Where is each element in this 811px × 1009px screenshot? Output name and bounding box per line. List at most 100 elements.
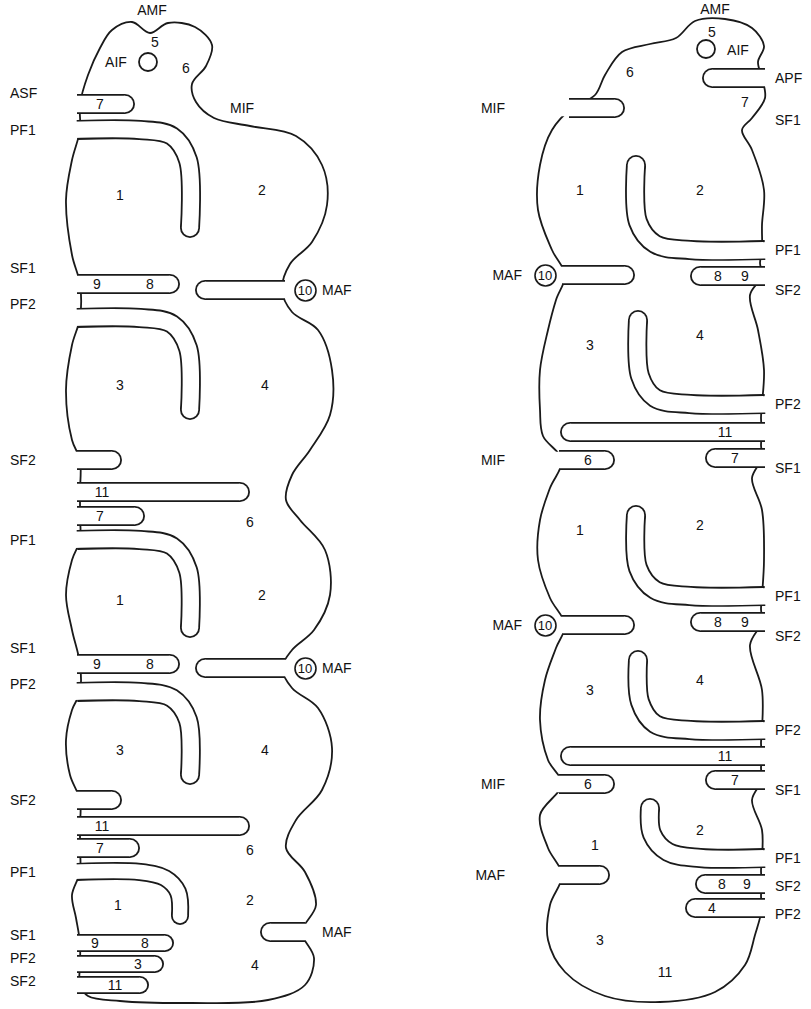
fold-interior — [68, 840, 130, 856]
fold-interior — [637, 320, 774, 405]
fold-interior — [104, 452, 120, 468]
callout-number: 6 — [182, 61, 190, 75]
feature-label: PF1 — [10, 865, 36, 879]
fold-interior — [638, 660, 774, 731]
callout-number: 10 — [538, 269, 552, 282]
callout-number: 6 — [246, 515, 254, 529]
callout-number: 1 — [576, 183, 584, 197]
feature-label: MAF — [322, 661, 352, 675]
fold-interior — [617, 267, 633, 283]
fold-interior — [570, 424, 774, 440]
callout-number: 11 — [658, 965, 673, 979]
feature-label: MAF — [322, 925, 352, 939]
callout-number: 9 — [93, 277, 101, 291]
feature-label: SF2 — [775, 629, 801, 643]
fold-interior — [635, 515, 774, 597]
callout-number: 7 — [741, 95, 749, 109]
callout-number: 4 — [708, 901, 716, 915]
callout-number: 7 — [731, 773, 739, 787]
callout-number: 11 — [95, 485, 110, 499]
callout-number: 2 — [696, 823, 704, 837]
feature-label: AIF — [727, 43, 749, 57]
callout-number: 11 — [108, 978, 123, 992]
callout-number: 8 — [718, 877, 726, 891]
feature-label: PF2 — [775, 397, 801, 411]
callout-number: 7 — [741, 95, 749, 109]
fold-interior — [642, 800, 658, 816]
fold-interior — [617, 617, 633, 633]
feature-label: PF2 — [775, 397, 801, 411]
feature-label: MIF — [481, 777, 505, 791]
feature-label: SF1 — [10, 641, 36, 655]
callout-number: 6 — [182, 61, 190, 75]
callout-number: 7 — [96, 97, 104, 111]
callout-number: 11 — [95, 485, 110, 499]
callout-number: 2 — [258, 183, 266, 197]
fold-interior — [68, 936, 165, 950]
feature-label: PF2 — [10, 951, 36, 965]
fold-interior — [122, 840, 138, 856]
callout-number: 1 — [576, 183, 584, 197]
fold-interior — [628, 157, 644, 173]
fold-interior — [700, 268, 774, 284]
fold-interior — [707, 772, 723, 788]
callout-number: 6 — [584, 777, 592, 791]
circled-number: 10 — [534, 264, 557, 287]
fold-interior — [687, 900, 703, 916]
callout-number: 3 — [586, 338, 594, 352]
fold-interior — [705, 876, 774, 892]
feature-label: SF2 — [775, 879, 801, 893]
feature-label: PF1 — [10, 123, 36, 137]
feature-label: APF — [775, 71, 802, 85]
callout-number: 11 — [718, 425, 733, 439]
callout-number: 3 — [586, 338, 594, 352]
fold-interior — [68, 508, 135, 524]
feature-label: PF2 — [10, 297, 36, 311]
feature-label: SF2 — [775, 879, 801, 893]
callout-number: 2 — [696, 518, 704, 532]
callout-number: 4 — [251, 958, 259, 972]
feature-label: APF — [775, 71, 802, 85]
feature-label: PF2 — [10, 677, 36, 691]
feature-label: MIF — [230, 101, 254, 115]
feature-label: PF2 — [775, 907, 801, 921]
feature-label: MIF — [481, 101, 505, 115]
fold-interior — [162, 276, 178, 292]
fold-interior — [68, 978, 140, 992]
callout-number: 9 — [741, 615, 749, 629]
fold-interior — [182, 767, 198, 783]
feature-label: ASF — [10, 86, 37, 100]
callout-number: 2 — [696, 823, 704, 837]
fold-interior — [635, 165, 774, 251]
feature-label: SF1 — [775, 461, 801, 475]
callout-number: 2 — [258, 183, 266, 197]
fold-interior — [68, 691, 191, 775]
fold-interior — [697, 876, 713, 892]
circled-number: 10 — [534, 614, 557, 637]
feature-label: MAF — [492, 268, 522, 282]
callout-number: 3 — [586, 683, 594, 697]
callout-number: 9 — [91, 936, 99, 950]
fold-interior — [197, 282, 213, 298]
fold-interior — [715, 772, 774, 788]
feature-label: SF1 — [775, 113, 801, 127]
fold-interior — [162, 656, 178, 672]
callout-number: 9 — [741, 269, 749, 283]
feature-label: PF2 — [10, 677, 36, 691]
fold-interior — [607, 100, 623, 116]
callout-number: 11 — [718, 749, 733, 763]
fold-interior — [117, 96, 133, 112]
fold-interior — [700, 614, 774, 630]
callout-number: 8 — [718, 877, 726, 891]
feature-label: SF1 — [10, 261, 36, 275]
pore-circle — [139, 53, 157, 71]
fold-interior — [68, 656, 170, 672]
feature-label: MIF — [481, 101, 505, 115]
callout-number: 3 — [596, 933, 604, 947]
fold-interior — [630, 312, 646, 328]
feature-label: MAF — [322, 925, 352, 939]
feature-label: SF2 — [775, 283, 801, 297]
callout-number: 1 — [116, 593, 124, 607]
fold-interior — [68, 484, 240, 500]
